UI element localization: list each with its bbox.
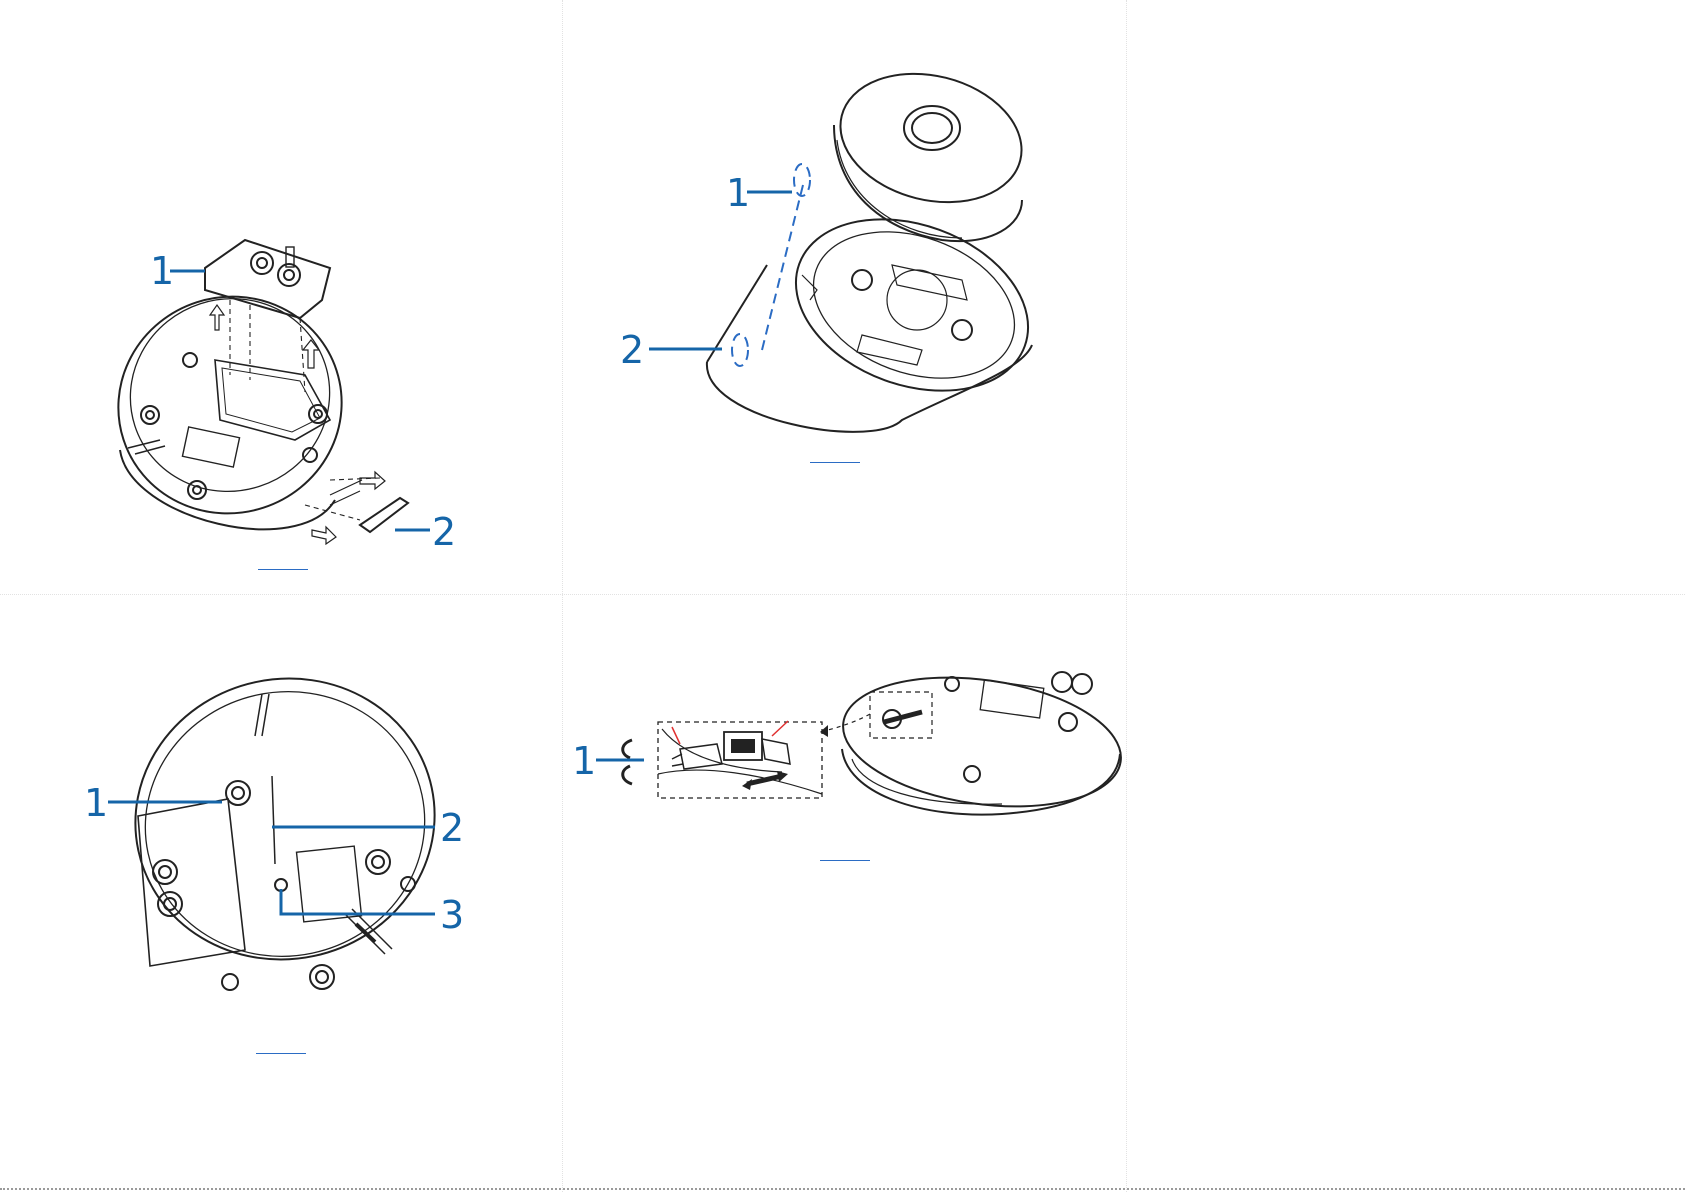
figure-panel-2: 1 2 (562, 0, 1126, 594)
callout-2: 2 (620, 328, 644, 372)
callout-3: 3 (440, 893, 464, 937)
figure-caption-link[interactable] (256, 1053, 306, 1054)
callout-2: 2 (432, 510, 456, 554)
figure-caption-link[interactable] (820, 860, 870, 861)
callout-1: 1 (572, 739, 596, 783)
camera-base-cover-removal-diagram: 1 2 (0, 0, 562, 594)
callout-2: 2 (440, 806, 464, 850)
base-cable-screw-diagram: 1 2 3 (0, 594, 562, 1190)
callout-1: 1 (84, 781, 108, 825)
figure-caption-link[interactable] (810, 462, 860, 463)
dome-cover-alignment-diagram: 1 2 (562, 0, 1126, 594)
figure-panel-1: 1 2 (0, 0, 562, 594)
column-divider (1126, 0, 1127, 1192)
figure-caption-link[interactable] (258, 569, 308, 570)
cable-gland-detail-diagram: 1 (562, 594, 1126, 1190)
callout-1: 1 (150, 249, 174, 293)
callout-1: 1 (726, 171, 750, 215)
figure-panel-3: 1 2 3 (0, 594, 562, 1190)
figure-panel-4: 1 (562, 594, 1126, 1190)
